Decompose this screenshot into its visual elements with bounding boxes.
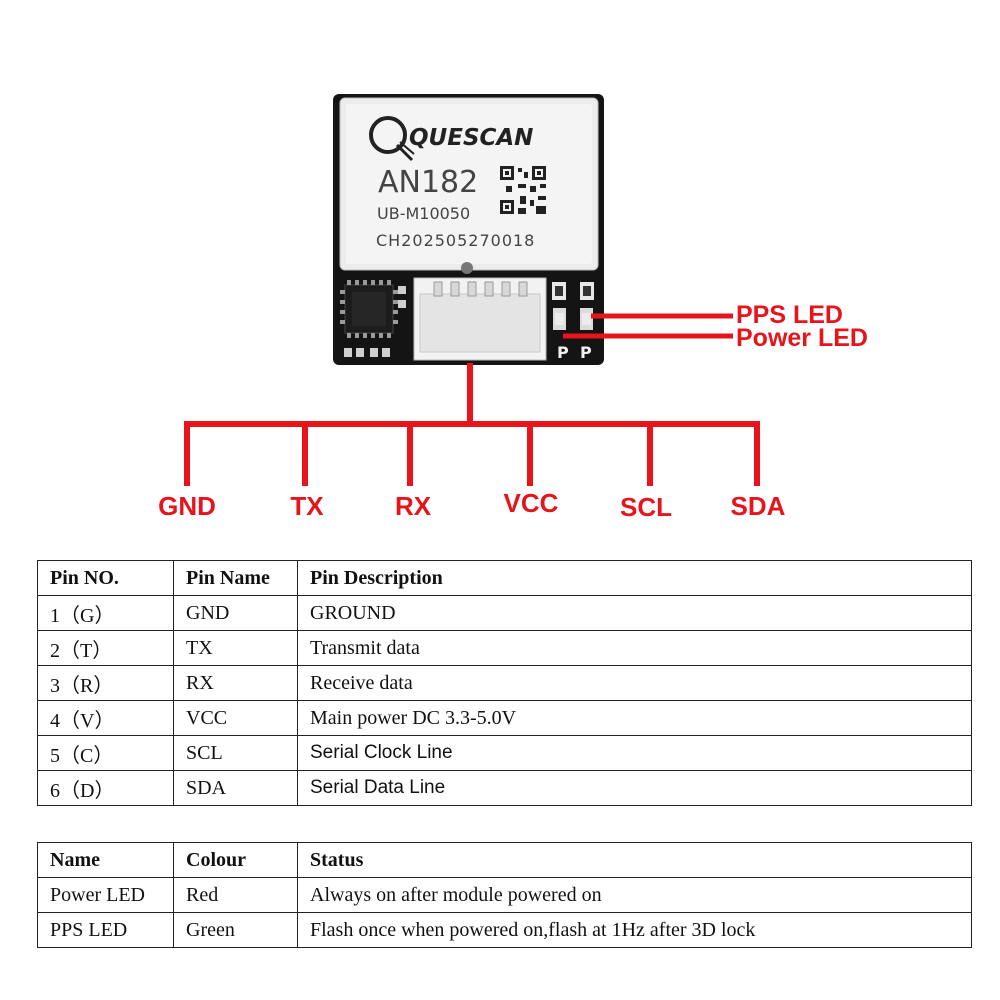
pin-name-cell: SDA (173, 770, 298, 806)
header-pin-name: Pin Name (173, 560, 298, 596)
model-text: AN182 (378, 165, 478, 200)
gps-module-diagram: QUESCAN AN182 UB-M10050 CH202505270018 (158, 94, 868, 522)
table-row: 1（G） GND GROUND (37, 595, 972, 631)
led-name-cell: Power LED (37, 877, 174, 913)
header-pin-no: Pin NO. (37, 560, 174, 596)
pin-label-vcc: VCC (504, 488, 559, 518)
led-status-cell: Always on after module powered on (297, 877, 972, 913)
pin-label-sda: SDA (731, 491, 786, 521)
header-status: Status (297, 842, 972, 878)
pin-label-tx: TX (290, 491, 324, 521)
pin-name-cell: SCL (173, 735, 298, 771)
led-pads (552, 282, 594, 330)
pin-label-rx: RX (395, 491, 432, 521)
serial-text: CH202505270018 (376, 231, 535, 250)
pin-no-cell: 4（V） (37, 700, 174, 736)
led-mark-p2: P (580, 343, 592, 362)
table-row: PPS LED Green Flash once when powered on… (37, 912, 972, 948)
pin-no-cell: 3（R） (37, 665, 174, 701)
smd-components (344, 286, 406, 357)
header-name: Name (37, 842, 174, 878)
pin-name-cell: VCC (173, 700, 298, 736)
pin-description-cell: Serial Data Line (297, 770, 972, 806)
led-colour-cell: Red (173, 877, 298, 913)
table-row: 4（V） VCC Main power DC 3.3-5.0V (37, 700, 972, 736)
pin-name-cell: RX (173, 665, 298, 701)
header-pin-description: Pin Description (297, 560, 972, 596)
led-table-header: Name Colour Status (37, 842, 972, 878)
table-row: 6（D） SDA Serial Data Line (37, 770, 972, 806)
brand-text: QUESCAN (409, 125, 533, 151)
table-row: 5（C） SCL Serial Clock Line (37, 735, 972, 771)
led-table: Name Colour Status Power LED Red Always … (37, 842, 972, 948)
pin-label-scl: SCL (620, 492, 672, 522)
pin-label-gnd: GND (158, 491, 216, 521)
table-row: 2（T） TX Transmit data (37, 630, 972, 666)
pin-description-cell: Main power DC 3.3-5.0V (297, 700, 972, 736)
pin-description-cell: GROUND (297, 595, 972, 631)
pin-no-cell: 2（T） (37, 630, 174, 666)
table-row: 3（R） RX Receive data (37, 665, 972, 701)
pin-no-cell: 6（D） (37, 770, 174, 806)
led-name-cell: PPS LED (37, 912, 174, 948)
six-pin-connector (413, 277, 547, 361)
pin-description-cell: Transmit data (297, 630, 972, 666)
pin-name-cell: GND (173, 595, 298, 631)
header-colour: Colour (173, 842, 298, 878)
pin-description-cell: Receive data (297, 665, 972, 701)
chip-text: UB-M10050 (377, 204, 470, 223)
table-row: Power LED Red Always on after module pow… (37, 877, 972, 913)
pin-table: Pin NO. Pin Name Pin Description 1（G） GN… (37, 560, 972, 806)
qr-code (500, 166, 546, 214)
pin-description-cell: Serial Clock Line (297, 735, 972, 771)
power-led-label: Power LED (736, 324, 868, 352)
pin-name-cell: TX (173, 630, 298, 666)
pin-no-cell: 5（C） (37, 735, 174, 771)
pin-fanout-lines (184, 363, 760, 486)
led-colour-cell: Green (173, 912, 298, 948)
led-status-cell: Flash once when powered on,flash at 1Hz … (297, 912, 972, 948)
led-mark-p1: P (557, 343, 569, 362)
ic-chip (340, 280, 398, 338)
pin-table-header: Pin NO. Pin Name Pin Description (37, 560, 972, 596)
quescan-logo: QUESCAN (369, 116, 533, 162)
pps-led-label: PPS LED (736, 301, 843, 329)
pin-no-cell: 1（G） (37, 595, 174, 631)
